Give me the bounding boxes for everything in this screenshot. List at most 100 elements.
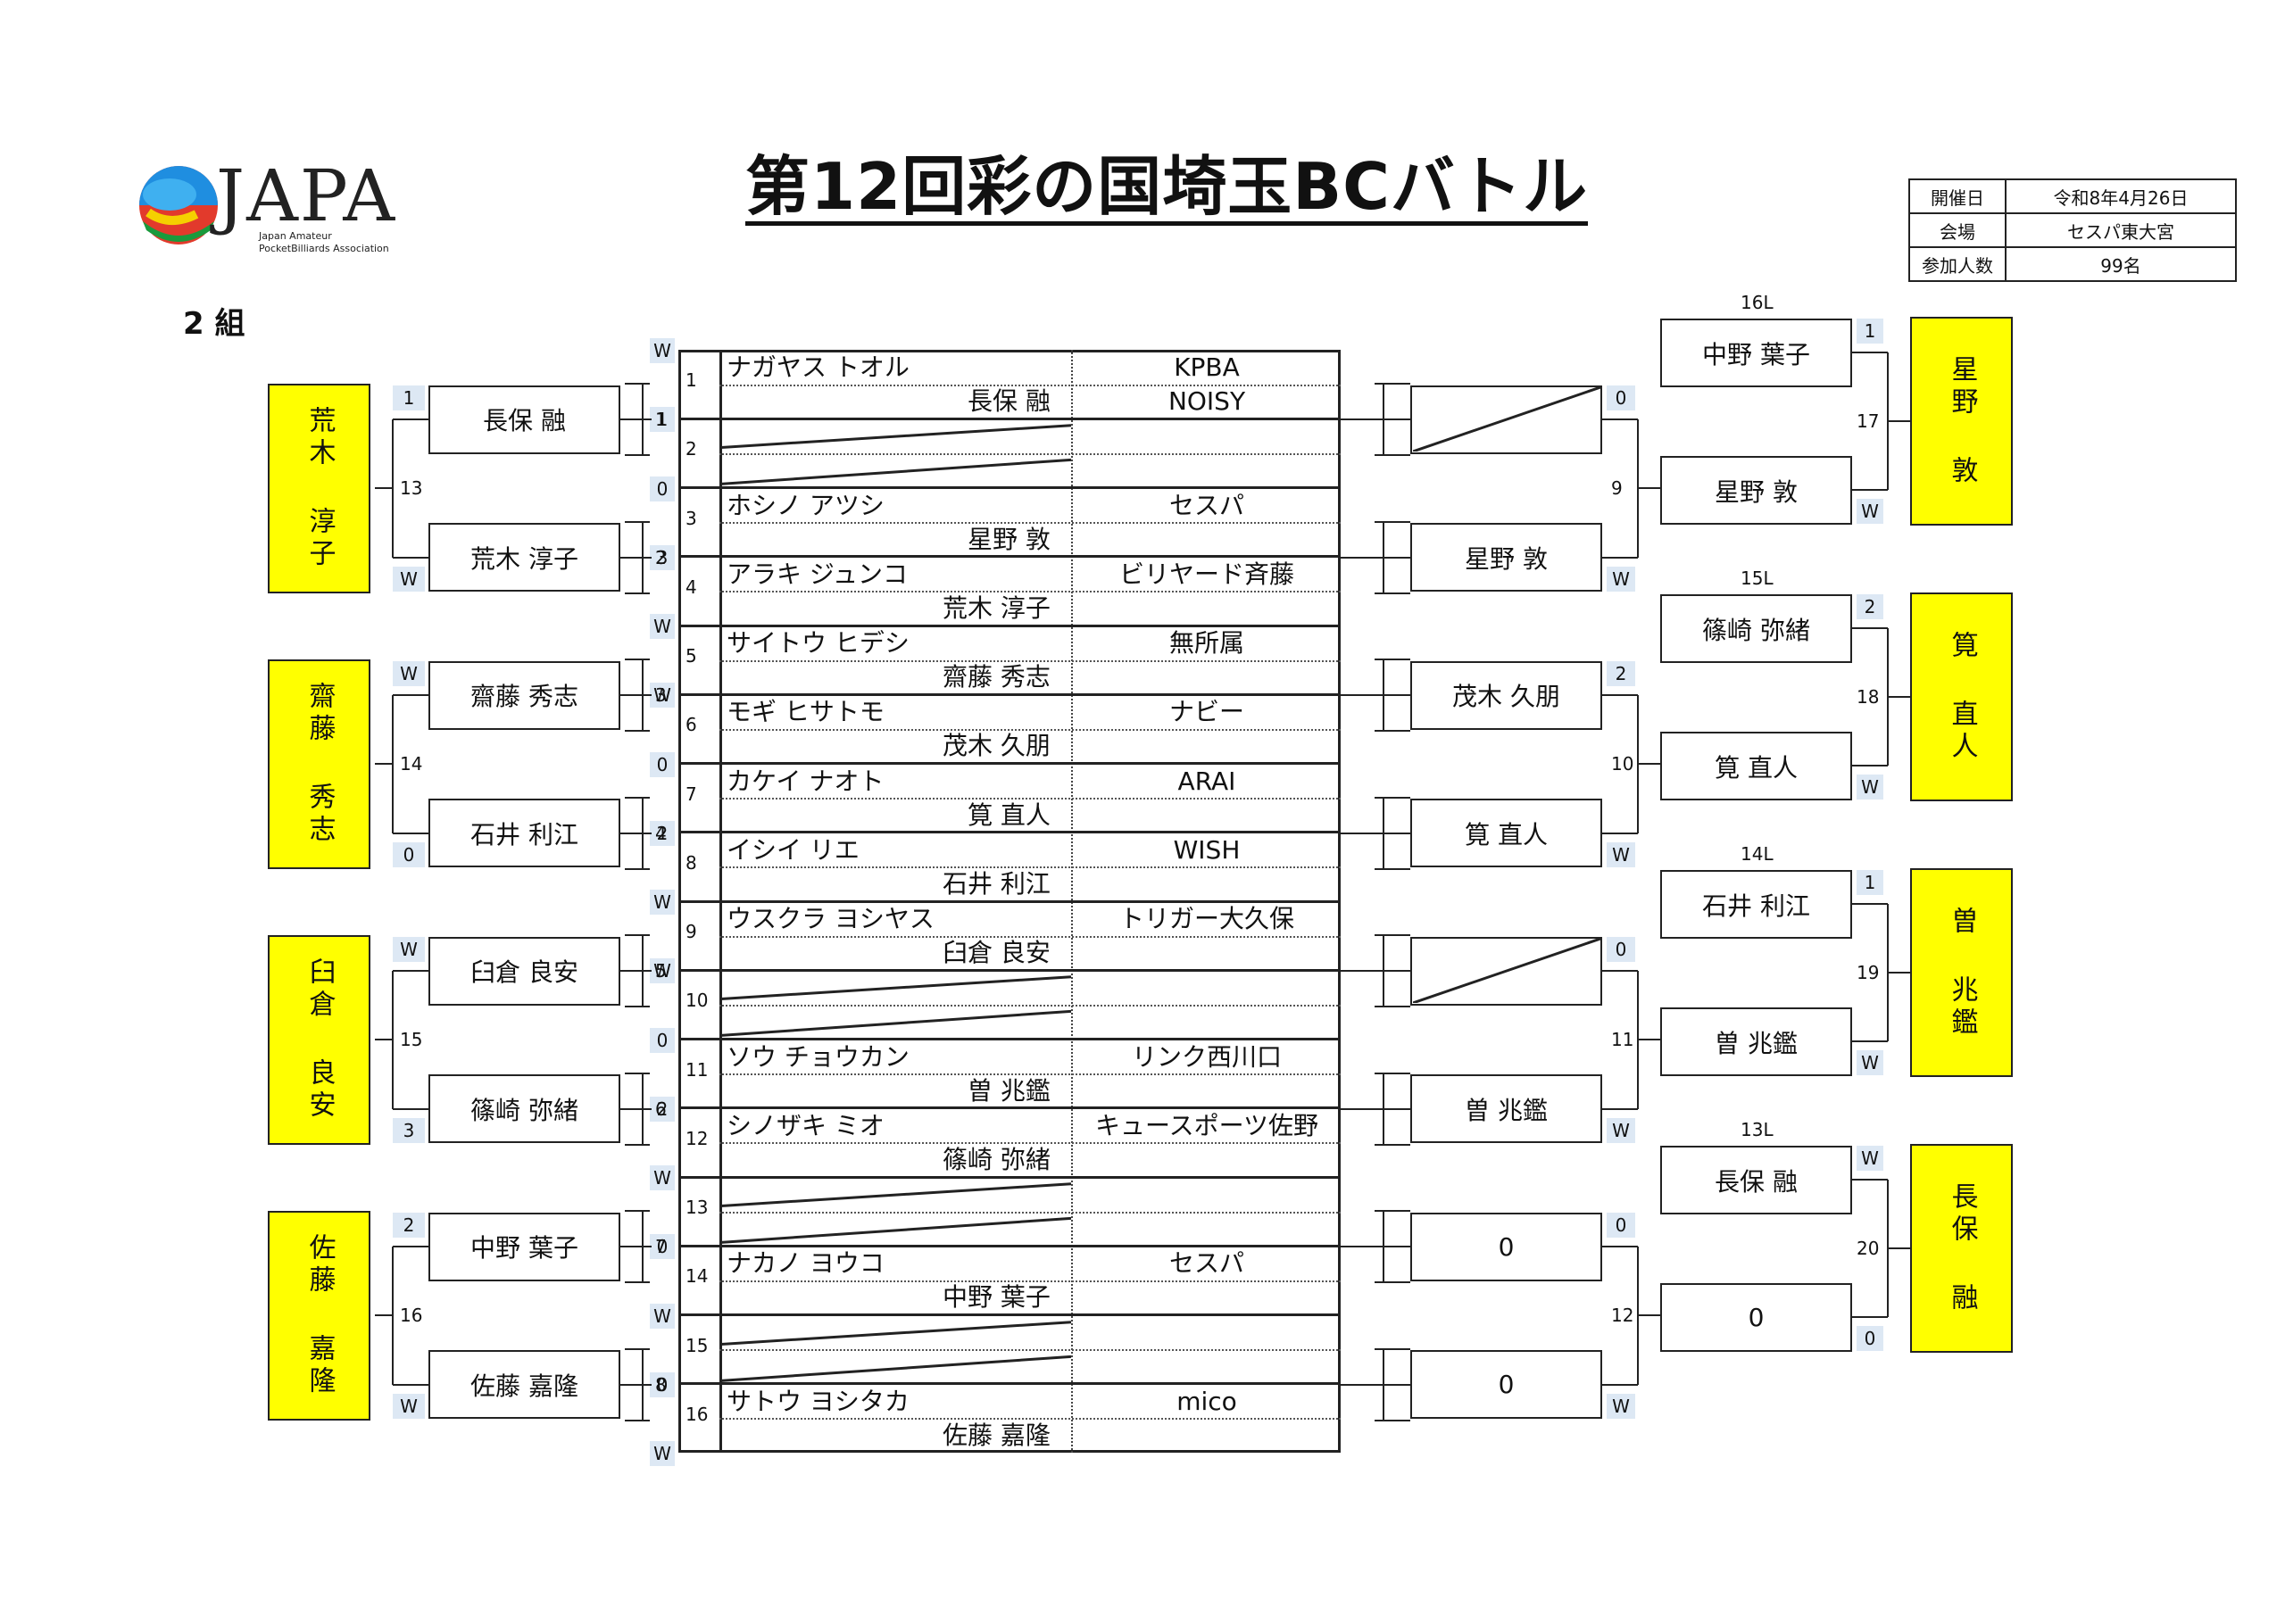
bracket-line — [1375, 796, 1410, 799]
bracket-line — [1375, 1210, 1410, 1212]
draw-row-mid-divider — [719, 1211, 1341, 1214]
match-no: 19 — [1857, 962, 1880, 983]
bracket-line — [393, 1107, 428, 1110]
bracket-line — [1375, 520, 1410, 523]
info-label: 会場 — [1908, 212, 2007, 248]
loser-winner-box: 長保 融 — [1910, 1144, 2013, 1353]
match-no: 5 — [655, 960, 667, 982]
player-kana: シノザキ ミオ — [727, 1110, 885, 1140]
match-connector — [1383, 521, 1384, 593]
info-value: 99名 — [2005, 246, 2237, 282]
draw-no: 7 — [686, 783, 697, 805]
match-no: 7 — [655, 1236, 667, 1257]
player-name: 星野 敦 — [968, 524, 1051, 554]
match-connector — [642, 797, 644, 869]
bracket-line — [620, 832, 652, 834]
score-cell: 0 — [1607, 385, 1635, 410]
loser-player-box: 石井 利江 — [1660, 870, 1852, 939]
right-r1-player-box: 0 — [1410, 1350, 1602, 1419]
draw-row-mid-divider — [719, 1349, 1341, 1352]
draw-row-divider — [678, 1313, 1341, 1316]
draw-score-cell: 2 — [650, 820, 675, 846]
draw-row-divider — [678, 762, 1341, 765]
loser-player-box: 曽 兆鑑 — [1660, 1007, 1852, 1076]
loser-player-box: 中野 葉子 — [1660, 319, 1852, 387]
score-cell: 0 — [1607, 937, 1635, 962]
match-connector — [642, 659, 644, 731]
bracket-line — [625, 1281, 650, 1283]
match-connector — [642, 1348, 644, 1421]
draw-no: 3 — [686, 507, 697, 529]
group-winner-name: 荒木 淳子 — [303, 405, 336, 571]
bracket-line — [1375, 383, 1410, 385]
match-no: 2 — [655, 546, 667, 568]
draw-no: 5 — [686, 645, 697, 667]
draw-score-cell: 0 — [650, 1371, 675, 1397]
match-no: 9 — [1611, 477, 1623, 500]
match-no: 6 — [655, 1098, 667, 1120]
left-r1-player-box: 篠崎 弥緒 — [428, 1074, 620, 1143]
group-winner-name: 齋藤 秀志 — [303, 681, 336, 847]
match-no: 12 — [1611, 1305, 1634, 1327]
draw-row-mid-divider — [719, 728, 1341, 731]
player-name: 佐藤 嘉隆 — [943, 1420, 1051, 1450]
bracket-line — [1375, 730, 1410, 732]
bracket-line — [620, 1383, 652, 1386]
left-r1-player-box: 長保 融 — [428, 385, 620, 454]
bracket-line — [1602, 418, 1638, 420]
logo-subtitle-1: Japan Amateur — [259, 230, 332, 242]
match-connector — [1383, 1348, 1384, 1421]
match-connector — [642, 521, 644, 593]
match-connector — [1383, 1073, 1384, 1145]
bracket-line — [1888, 420, 1910, 422]
bracket-line — [1341, 1107, 1410, 1110]
score-cell: 2 — [1607, 661, 1635, 686]
draw-row-mid-divider — [719, 1142, 1341, 1145]
group-winner-name: 臼倉 良安 — [303, 957, 336, 1123]
info-value: 令和8年4月26日 — [2005, 178, 2237, 214]
right-r1-player-box: 0 — [1410, 1212, 1602, 1281]
match-no: 4 — [655, 822, 667, 844]
group-winner-box: 佐藤 嘉隆 — [268, 1211, 370, 1421]
match-no: 18 — [1857, 686, 1880, 708]
loser-player-box: 筧 直人 — [1660, 732, 1852, 800]
draw-no: 2 — [686, 438, 697, 460]
bracket-line — [625, 867, 650, 870]
bracket-line — [375, 1314, 393, 1317]
bracket-line — [393, 418, 428, 420]
info-row-venue: 会場 セスパ東大宮 — [1908, 212, 2237, 248]
loser-player-box: 長保 融 — [1660, 1146, 1852, 1214]
player-name: 篠崎 弥緒 — [943, 1144, 1051, 1174]
bracket-line — [375, 487, 393, 490]
loser-winner-name: 曽 兆鑑 — [1946, 906, 1978, 1040]
player-club: リンク西川口 — [1131, 1041, 1282, 1072]
info-value: セスパ東大宮 — [2005, 212, 2237, 248]
match-no: 14 — [400, 753, 423, 775]
score-cell: 3 — [393, 1117, 425, 1143]
match-no: 16 — [400, 1305, 423, 1327]
draw-score-cell: W — [650, 683, 675, 708]
bracket-line — [1638, 763, 1660, 766]
bracket-line — [1375, 1419, 1410, 1421]
info-row-participants: 参加人数 99名 — [1908, 246, 2237, 282]
player-name: 中野 葉子 — [943, 1282, 1051, 1313]
match-no: 1 — [655, 409, 667, 430]
bracket-line — [620, 556, 652, 559]
match-no: 10 — [1611, 753, 1634, 775]
score-cell: 2 — [393, 1213, 425, 1238]
bracket-line — [625, 454, 650, 456]
bracket-line — [1888, 696, 1910, 698]
bracket-line — [625, 796, 650, 799]
bracket-line — [393, 694, 428, 696]
bracket-line — [625, 1210, 650, 1212]
draw-row-divider — [678, 486, 1341, 489]
bracket-line — [1341, 556, 1410, 559]
draw-score-cell: 1 — [650, 407, 675, 433]
bye-slash-icon — [1412, 939, 1600, 1003]
score-cell: 2 — [1857, 594, 1883, 619]
player-club: キュースポーツ佐野 — [1094, 1110, 1319, 1140]
score-cell: W — [1607, 1117, 1635, 1143]
bracket-line — [1852, 352, 1888, 353]
info-row-date: 開催日 令和8年4月26日 — [1908, 178, 2237, 214]
player-name: 臼倉 良安 — [943, 938, 1051, 967]
